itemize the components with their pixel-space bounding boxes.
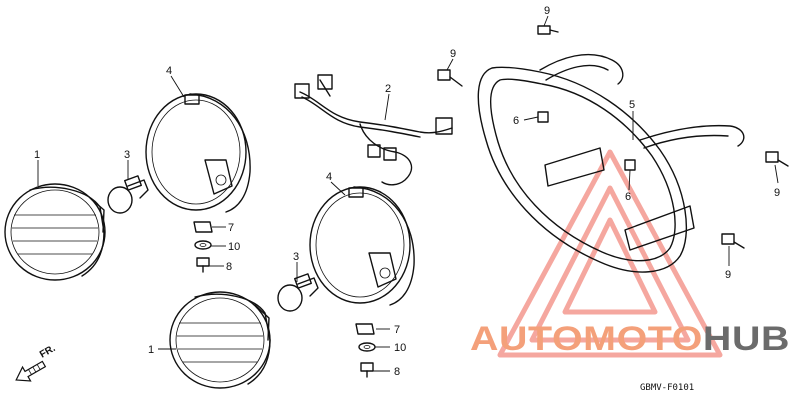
callout-nut-left: 7: [228, 222, 234, 234]
bulb-left: [107, 175, 149, 214]
guard: [477, 53, 745, 273]
callout-bolt-lower: 9: [725, 269, 731, 281]
case-left: [145, 93, 251, 213]
watermark-text-automoto: AUTOMOTO: [470, 320, 703, 358]
watermark-text-hub: HUB: [703, 320, 790, 358]
bolt-right: [360, 362, 374, 378]
front-direction-indicator: FR.: [15, 343, 58, 382]
leader-lines: [37, 15, 779, 372]
callout-bolt-upper: 9: [450, 48, 456, 60]
callouts: 1 1 2 3 3 4 4 5 6 6 7 7 10 10 8 8 9 9 9 …: [34, 5, 780, 378]
washer-right: [358, 342, 376, 352]
callout-bolt-side: 9: [774, 187, 780, 199]
callout-headlight-left: 1: [34, 149, 40, 161]
callout-wire-harness: 2: [385, 83, 391, 95]
callout-bolt-top: 9: [544, 5, 550, 17]
callout-bolt-right: 8: [394, 366, 400, 378]
callout-headlight-right: 1: [148, 344, 154, 356]
bolt-top: [537, 25, 559, 35]
washer-left: [194, 240, 212, 250]
bolt-left: [196, 257, 210, 273]
collar-mid-shape: [624, 159, 636, 171]
callout-bulb-left: 3: [124, 149, 130, 161]
callout-washer-left: 10: [228, 241, 240, 253]
callout-collar-top: 6: [513, 115, 519, 127]
direction-label: FR.: [38, 343, 58, 361]
callout-collar-mid: 6: [625, 191, 631, 203]
callout-nut-right: 7: [394, 324, 400, 336]
headlight-right: [169, 291, 271, 389]
front-arrow-icon: [15, 360, 47, 382]
nut-left: [193, 221, 213, 233]
bolt-lower: [721, 233, 745, 249]
nut-right: [355, 323, 375, 335]
callout-bolt-left: 8: [226, 261, 232, 273]
bolt-side: [765, 151, 789, 167]
callout-bulb-right: 3: [293, 251, 299, 263]
diagram-code: GBMV-F0101: [640, 383, 694, 393]
bolt-upper: [437, 69, 463, 87]
callout-case-right: 4: [326, 171, 332, 183]
collar-top-shape: [537, 111, 549, 123]
headlight-left: [4, 183, 106, 281]
wire-harness: [294, 74, 453, 186]
callout-guard: 5: [629, 99, 635, 111]
callout-washer-right: 10: [394, 342, 406, 354]
bulb-right: [277, 273, 319, 312]
callout-case-left: 4: [166, 65, 172, 77]
case-right: [309, 186, 415, 306]
